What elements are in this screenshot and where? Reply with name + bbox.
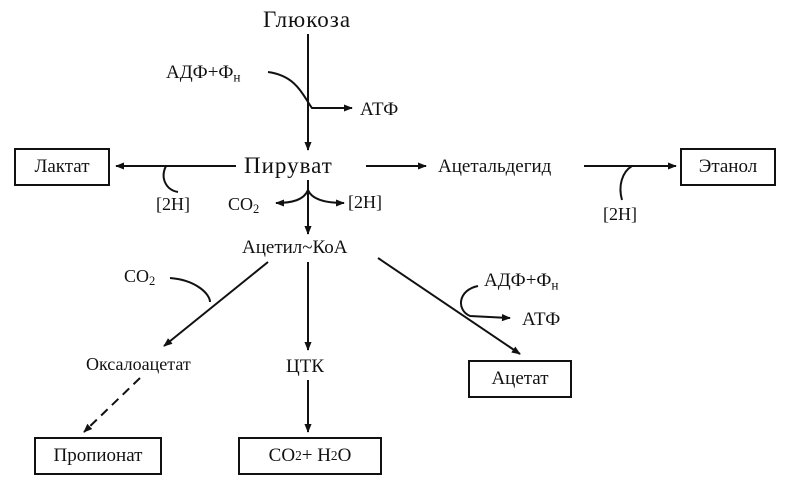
node-oxaloacetate: Оксалоацетат bbox=[86, 354, 191, 374]
node-acetyl-coa: Ацетил~КоА bbox=[242, 237, 348, 258]
label-adp-pi-1: АДФ+Фн bbox=[166, 62, 241, 85]
label-2h-lactate: [2H] bbox=[156, 194, 190, 214]
label-co2-pdh: CO2 bbox=[228, 194, 260, 217]
node-lactate-box: Лактат bbox=[14, 148, 110, 186]
curve-2h-lactate bbox=[162, 165, 179, 193]
arrow-acetylcoa-oxaloacetate bbox=[163, 261, 269, 347]
curve-co2-uptake bbox=[169, 277, 211, 303]
node-propionate-box: Пропионат bbox=[34, 437, 162, 475]
arrow-adp-to-atp-2 bbox=[460, 285, 511, 322]
node-acetate-box: Ацетат bbox=[468, 360, 572, 398]
label-co2-carbox: CO2 bbox=[124, 266, 156, 289]
node-tca: ЦТК bbox=[286, 356, 324, 377]
node-pyruvate: Пируват bbox=[244, 153, 333, 178]
node-acetaldehyde: Ацетальдегид bbox=[438, 156, 552, 177]
arrow-adp-to-atp-1 bbox=[267, 71, 353, 112]
curve-2h-ethanol bbox=[619, 165, 633, 201]
label-adp-pi-2: АДФ+Фн bbox=[484, 270, 559, 293]
node-ethanol-box: Этанол bbox=[680, 148, 776, 186]
label-atp-1: АТФ bbox=[360, 99, 399, 120]
node-glucose: Глюкоза bbox=[263, 7, 352, 32]
arrow-acetylcoa-acetate bbox=[377, 257, 521, 355]
arrow-oxaloacetate-propionate bbox=[83, 377, 141, 433]
arrow-2h-release bbox=[307, 189, 345, 207]
label-2h-pdh: [2H] bbox=[348, 192, 382, 212]
label-atp-2: АТФ bbox=[522, 309, 561, 330]
arrow-co2-release bbox=[275, 189, 309, 207]
label-2h-ethanol: [2H] bbox=[603, 204, 637, 224]
